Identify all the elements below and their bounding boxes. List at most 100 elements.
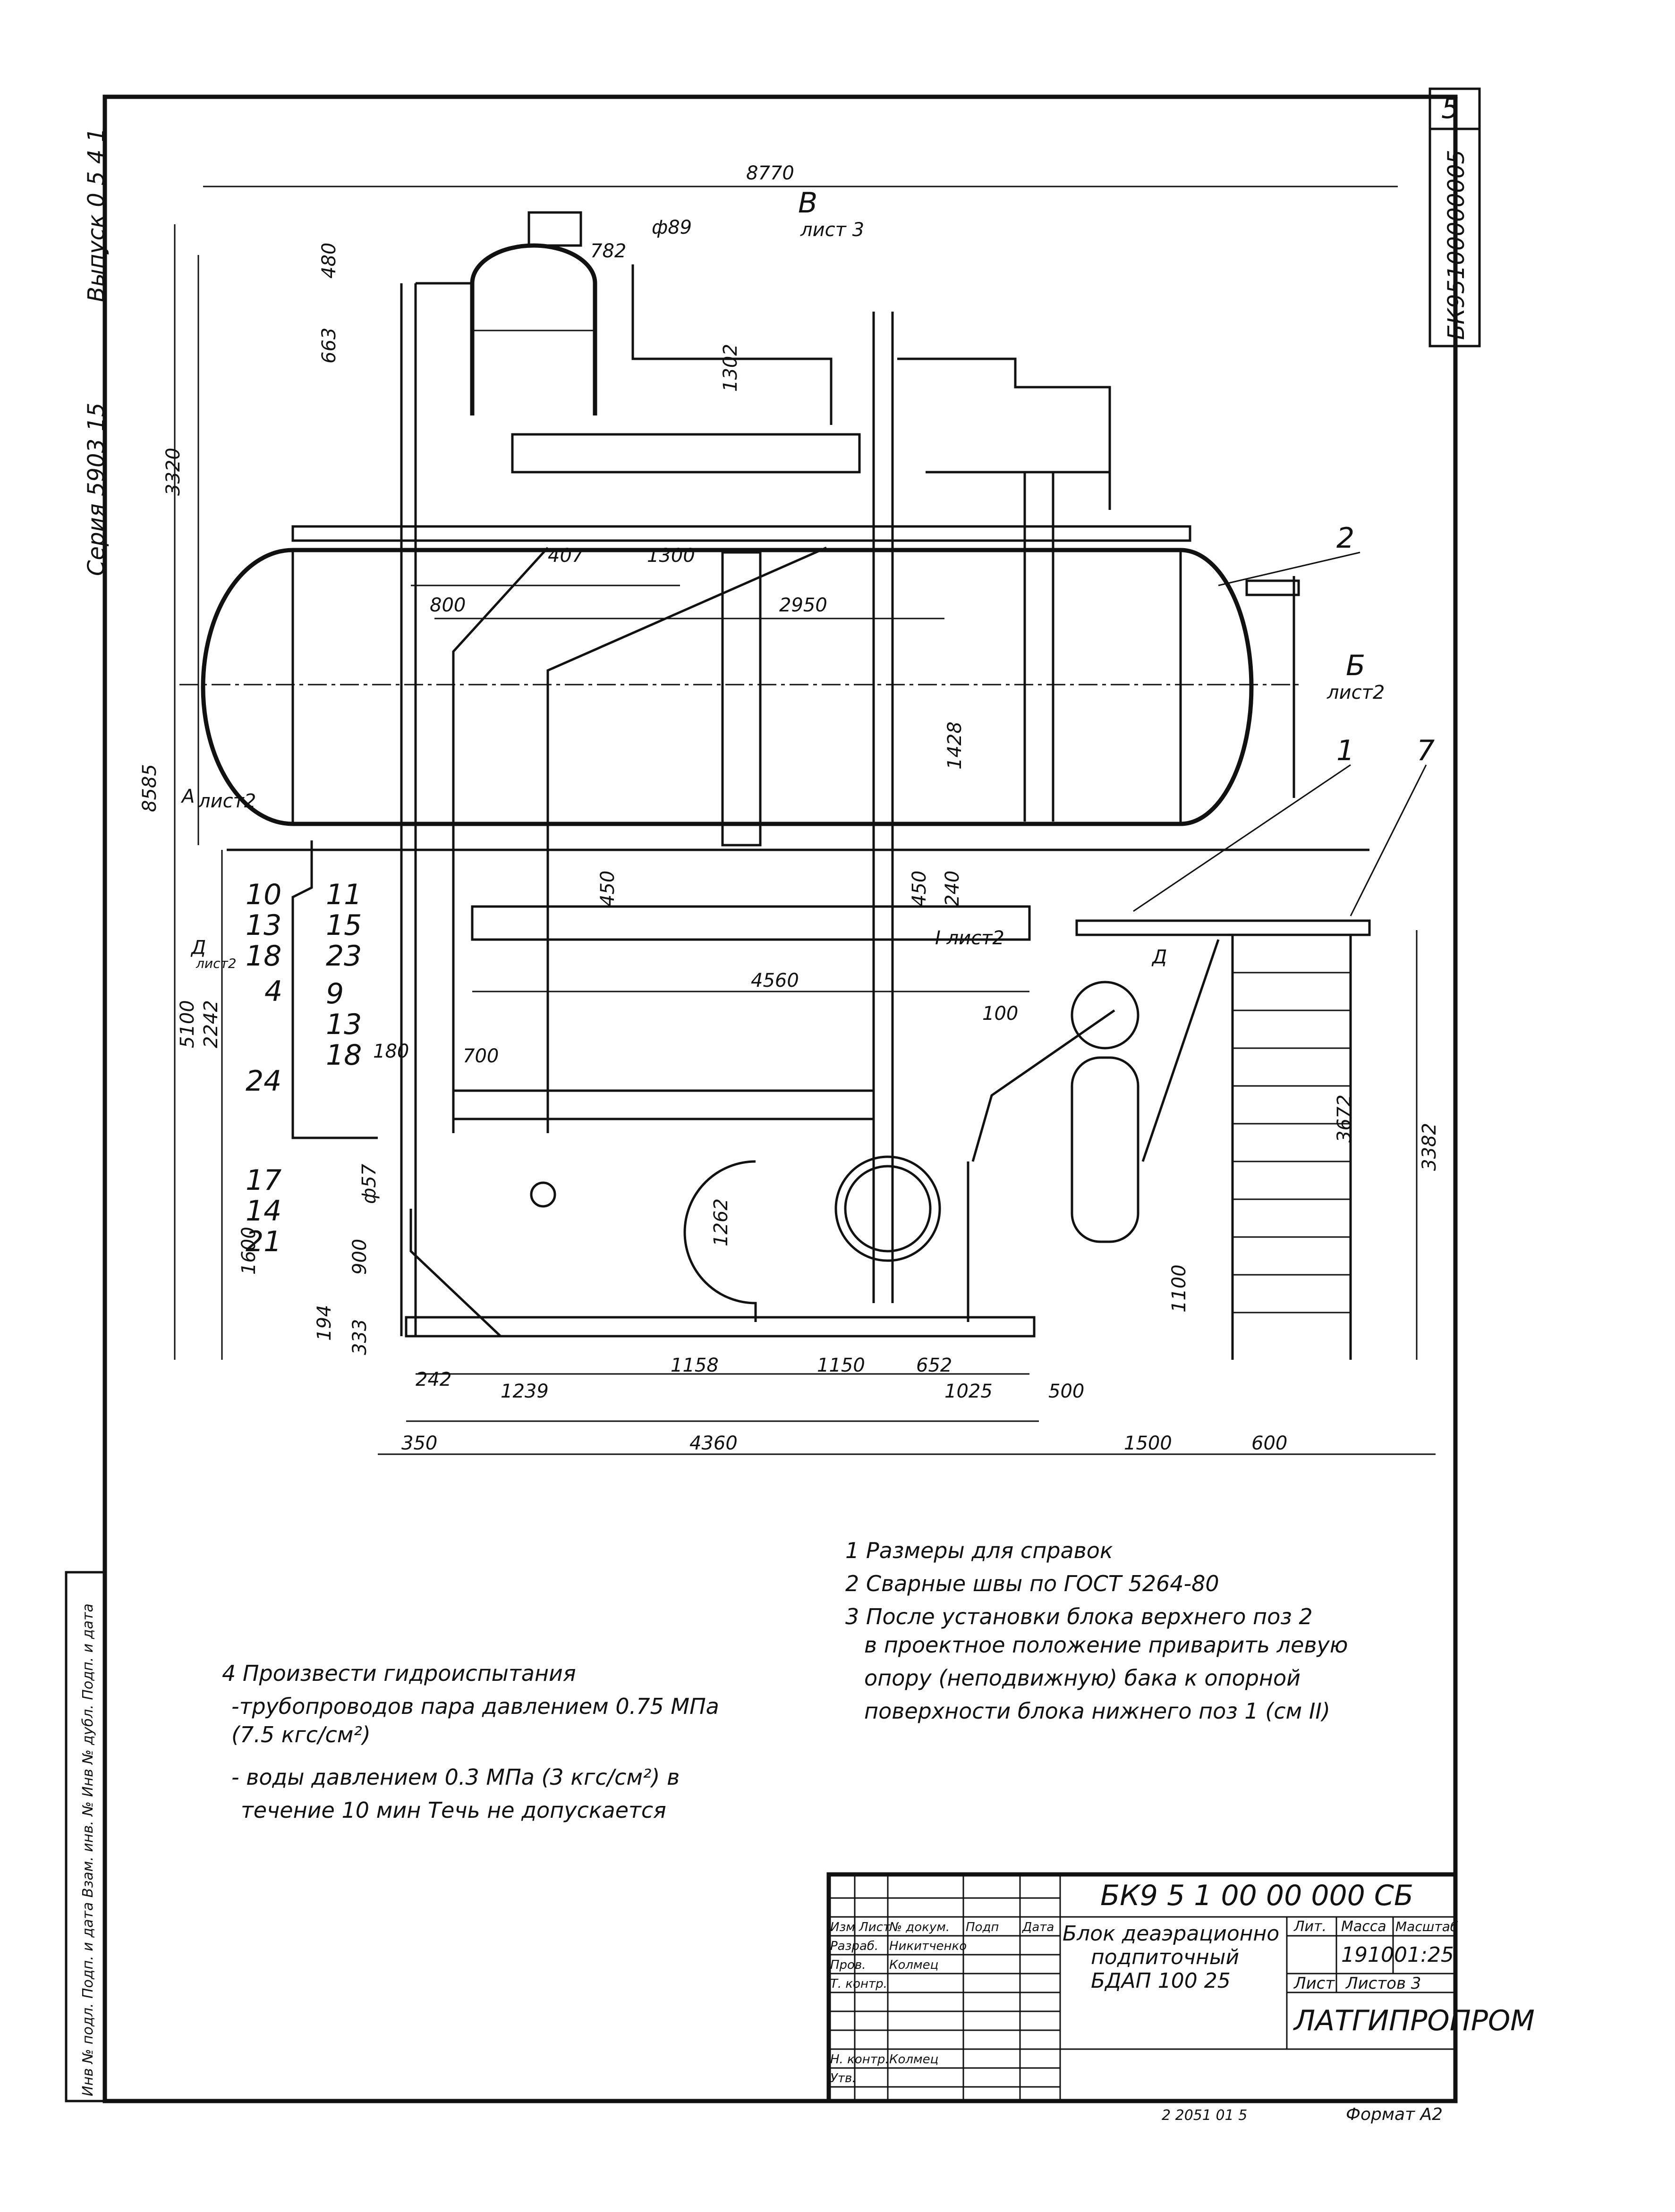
dim-1239: 1239: [501, 1381, 549, 1402]
note-3d: поверхности блока нижнего поз 1 (см II): [864, 1698, 1330, 1724]
dim-1428: 1428: [944, 721, 966, 770]
pos-group4-c: 21: [246, 1225, 281, 1258]
dimension-lines: [174, 186, 1436, 1455]
dim-900: 900: [349, 1239, 371, 1275]
dim-2242: 2242: [200, 1000, 222, 1048]
issue-vertical: Выпуск 0 5 4 1: [83, 128, 110, 302]
footer-code: 2 2051 01 5: [1162, 2107, 1247, 2124]
dim-194: 194: [314, 1305, 335, 1341]
dim-3672: 3672: [1334, 1094, 1355, 1143]
pos-group3-a: 9: [326, 977, 344, 1010]
row-0-name: № докум.: [888, 1920, 950, 1934]
notes-left: 4 Произвести гидроиспытания -трубопровод…: [222, 1661, 719, 1823]
dim-phi89: ф89: [652, 217, 692, 238]
pos-group1-c: 18: [246, 940, 281, 973]
row-3-role: Т. контр.: [830, 1977, 887, 1991]
pos-2: 2: [1336, 522, 1354, 555]
deaerator-tank: [179, 525, 1303, 847]
note-4c: (7.5 кгс/см²): [231, 1722, 371, 1747]
dim-8585: 8585: [139, 764, 161, 812]
pos-24: 24: [246, 1065, 281, 1098]
view-a-label: А: [180, 786, 195, 807]
row-0-date: Дата: [1022, 1920, 1054, 1934]
note-4b: -трубопроводов пара давлением 0.75 МПа: [231, 1694, 719, 1719]
dim-450-a: 450: [597, 871, 619, 907]
dim-333: 333: [349, 1319, 371, 1355]
pos-group2-c: 23: [326, 940, 362, 973]
pos-7: 7: [1417, 734, 1435, 767]
series-vertical: Серия 5903 15: [83, 403, 110, 576]
service-platform: [1075, 576, 1371, 1360]
dim-1500: 1500: [1124, 1432, 1172, 1454]
sheet-label: Лист: [1293, 1974, 1335, 1993]
col-lit: Лит.: [1293, 1918, 1326, 1935]
note-4d: - воды давлением 0.3 МПа (3 кгс/см²) в: [231, 1764, 680, 1790]
inv-table-vertical: Инв № подл. Подп. и дата Взам. инв. № Ин…: [80, 1603, 96, 2096]
view-d1-label: Д: [1151, 946, 1167, 968]
position-callouts: 2 1 7 4 24 10 13 18 11 15 23 9 13 18 17 …: [246, 522, 1435, 1258]
pos-group2-a: 11: [326, 878, 362, 911]
view-a-sheet: лист2: [198, 790, 256, 812]
organization: ЛАТГИПРОПРОМ: [1293, 2004, 1535, 2037]
pos-group2-b: 15: [326, 909, 362, 942]
dim-350: 350: [401, 1432, 437, 1454]
dim-8770: 8770: [746, 162, 794, 184]
drawing-frame: 5 БК95100000005 Серия 5903 15 Выпуск 0 5…: [65, 87, 1481, 2103]
dim-180: 180: [373, 1041, 409, 1062]
row-4-role: Н. контр.: [830, 2052, 889, 2067]
pos-group1-b: 13: [246, 909, 281, 942]
view-b-sheet: лист 3: [800, 219, 864, 241]
drawing-name-1: Блок деаэрационно: [1063, 1922, 1279, 1946]
dim-1158: 1158: [671, 1355, 719, 1376]
note-1: 1 Размеры для справок: [845, 1538, 1113, 1563]
drawing-name-2: подпиточный: [1091, 1945, 1239, 1969]
section-i-label: I лист2: [935, 927, 1004, 949]
col-scale: Масштаб: [1395, 1919, 1458, 1934]
dim-1600: 1600: [238, 1227, 260, 1275]
dim-407: 407: [548, 545, 584, 567]
row-4-name: Колмец: [889, 2052, 938, 2067]
dim-100: 100: [982, 1003, 1018, 1025]
dim-240: 240: [942, 871, 963, 907]
dim-5100: 5100: [177, 1000, 198, 1048]
row-1-name: Никитченко: [889, 1939, 967, 1953]
drawing-name-3: БДАП 100 25: [1091, 1969, 1231, 1993]
pos-group3-c: 18: [326, 1039, 362, 1072]
note-3c: опору (неподвижную) бака к опорной: [864, 1665, 1301, 1691]
dim-phi57: ф57: [358, 1163, 380, 1204]
row-5-role: Утв.: [830, 2071, 856, 2085]
row-2-role: Пров.: [830, 1958, 866, 1972]
dim-1150: 1150: [817, 1355, 865, 1376]
row-0-sign: Подп: [966, 1920, 999, 1934]
mass-value: 19100: [1341, 1943, 1407, 1967]
row-1-role: Разраб.: [830, 1939, 878, 1953]
note-2: 2 Сварные швы по ГОСТ 5264-80: [845, 1571, 1219, 1596]
dim-480: 480: [318, 243, 340, 279]
dim-450-b: 450: [909, 871, 930, 907]
designation-vertical: БК95100000005: [1443, 150, 1470, 340]
dim-242: 242: [416, 1369, 451, 1390]
dim-700: 700: [463, 1045, 499, 1067]
note-3a: 3 После установки блока верхнего поз 2: [845, 1604, 1313, 1629]
view-b-label: В: [798, 186, 817, 220]
dim-1025: 1025: [944, 1381, 993, 1402]
pos-1: 1: [1336, 734, 1354, 767]
dim-1302: 1302: [720, 344, 741, 392]
dim-500: 500: [1048, 1381, 1084, 1402]
view-b2-sheet: лист2: [1326, 682, 1385, 703]
pipework: [227, 211, 1369, 1336]
dim-1300: 1300: [647, 545, 695, 567]
pos-group1-a: 10: [246, 878, 281, 911]
view-d-label: Д: [190, 937, 206, 958]
dim-2950: 2950: [779, 594, 827, 616]
page-number: 5: [1441, 92, 1459, 125]
note-3b: в проектное положение приварить левую: [864, 1632, 1348, 1658]
row-2-name: Колмец: [889, 1958, 938, 1972]
dim-3382: 3382: [1419, 1123, 1440, 1171]
view-b2-label: Б: [1346, 649, 1365, 682]
dim-782: 782: [590, 240, 626, 262]
dim-663: 663: [318, 328, 340, 364]
pos-group4-a: 17: [246, 1164, 281, 1197]
dim-4560: 4560: [751, 970, 799, 992]
